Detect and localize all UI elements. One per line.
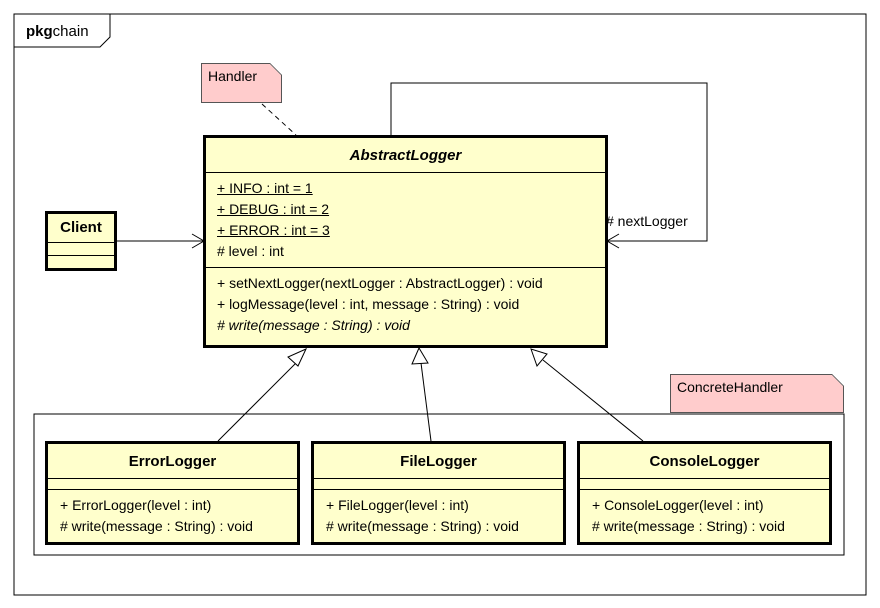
next-logger-role-label: # nextLogger xyxy=(606,213,688,229)
error-logger-write: # write(message : String) : void xyxy=(60,518,253,534)
attribute-info: + INFO : int = 1 xyxy=(217,180,313,196)
operation-log-message: + logMessage(level : int, message : Stri… xyxy=(217,296,520,312)
errorlogger-generalization-triangle xyxy=(287,347,308,367)
console-logger-constructor: + ConsoleLogger(level : int) xyxy=(592,497,764,513)
concrete-handler-note-text: ConcreteHandler xyxy=(677,379,783,395)
error-logger-class-name: ErrorLogger xyxy=(128,453,217,470)
file-logger-class: FileLogger + FileLogger(level : int) # w… xyxy=(311,441,566,545)
operation-write: # write(message : String) : void xyxy=(217,317,410,333)
console-logger-operations: + ConsoleLogger(level : int) # write(mes… xyxy=(580,489,829,537)
concrete-handler-note: ConcreteHandler xyxy=(670,374,844,413)
filelogger-generalization xyxy=(420,362,432,442)
consolelogger-generalization xyxy=(542,359,644,442)
abstract-logger-operations: + setNextLogger(nextLogger : AbstractLog… xyxy=(206,267,605,336)
error-logger-constructor: + ErrorLogger(level : int) xyxy=(60,497,212,513)
client-class-name: Client xyxy=(60,219,102,236)
error-logger-class: ErrorLogger + ErrorLogger(level : int) #… xyxy=(45,441,300,545)
file-logger-write: # write(message : String) : void xyxy=(326,518,519,534)
client-attributes-compartment xyxy=(48,242,114,255)
file-logger-class-name: FileLogger xyxy=(400,453,477,470)
note-anchor-line xyxy=(261,103,297,136)
error-logger-operations: + ErrorLogger(level : int) # write(messa… xyxy=(48,489,297,537)
error-logger-attributes xyxy=(48,478,297,489)
file-logger-attributes xyxy=(314,478,563,489)
abstract-logger-class-name: AbstractLogger xyxy=(349,147,462,164)
client-operations-compartment xyxy=(48,255,114,268)
package-frame xyxy=(13,13,867,596)
console-logger-class-name: ConsoleLogger xyxy=(649,453,760,470)
console-logger-attributes xyxy=(580,478,829,489)
package-name: chain xyxy=(52,23,89,40)
attribute-error: + ERROR : int = 3 xyxy=(217,222,330,238)
next-logger-association xyxy=(390,82,708,242)
consolelogger-generalization-triangle xyxy=(530,348,548,367)
client-class: Client xyxy=(45,211,117,271)
abstract-logger-class: AbstractLogger + INFO : int = 1 + DEBUG … xyxy=(203,135,608,348)
filelogger-generalization-triangle xyxy=(411,346,429,365)
file-logger-constructor: + FileLogger(level : int) xyxy=(326,497,469,513)
attribute-debug: + DEBUG : int = 2 xyxy=(217,201,330,217)
abstract-logger-attributes: + INFO : int = 1 + DEBUG : int = 2 + ERR… xyxy=(206,172,605,267)
package-frame-tab xyxy=(14,14,111,48)
handler-note-text: Handler xyxy=(208,68,258,84)
errorlogger-generalization xyxy=(217,361,298,442)
attribute-level: # level : int xyxy=(217,243,284,259)
handler-note: Handler xyxy=(201,63,282,103)
console-logger-class: ConsoleLogger + ConsoleLogger(level : in… xyxy=(577,441,832,545)
file-logger-operations: + FileLogger(level : int) # write(messag… xyxy=(314,489,563,537)
package-keyword: pkg xyxy=(26,23,53,40)
console-logger-write: # write(message : String) : void xyxy=(592,518,785,534)
operation-set-next-logger: + setNextLogger(nextLogger : AbstractLog… xyxy=(217,275,543,291)
subclass-group-frame xyxy=(33,413,845,556)
